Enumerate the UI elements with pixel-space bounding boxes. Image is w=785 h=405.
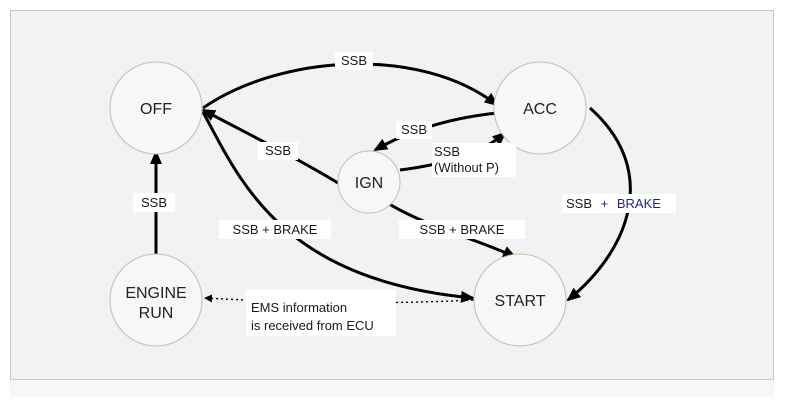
state-off-label: OFF [140, 101, 172, 118]
label-ign-to-acc-line1: SSB [434, 144, 460, 159]
state-acc-label: ACC [523, 101, 557, 118]
label-start-to-engine-run-line1: EMS information [251, 300, 347, 315]
state-acc: ACC [493, 61, 587, 155]
edge-off-to-start [201, 111, 475, 303]
state-engine-run-label-line1: ENGINE [125, 285, 186, 302]
state-engine-run: ENGINE RUN [109, 253, 203, 347]
label-acc-to-ign-text: SSB [401, 122, 427, 137]
label-ign-to-start-text: SSB + BRAKE [420, 222, 505, 237]
edge-off-to-acc [202, 62, 499, 110]
bottom-strip [10, 380, 774, 397]
label-off-to-start: SSB + BRAKE [219, 220, 331, 239]
label-start-to-engine-run-line2: is received from ECU [251, 318, 374, 333]
label-engine-run-to-off-text: SSB [141, 195, 167, 210]
state-ign-label: IGN [355, 175, 383, 192]
state-ign: IGN [337, 150, 401, 214]
label-acc-to-start: SSB + BRAKE [562, 194, 676, 213]
label-off-to-acc-text: SSB [341, 53, 367, 68]
label-ign-to-acc-line2: (Without P) [434, 160, 499, 175]
label-ign-to-acc: SSB (Without P) [432, 143, 516, 177]
label-engine-run-to-off: SSB [133, 193, 175, 212]
label-off-to-acc: SSB [335, 52, 373, 70]
state-start-label: START [495, 293, 546, 310]
label-acc-to-ign: SSB [396, 121, 432, 139]
label-ign-to-off-text: SSB [265, 143, 291, 158]
label-acc-to-start-plus: + [601, 196, 609, 211]
label-acc-to-start-ssb: SSB [566, 196, 592, 211]
label-ign-to-off: SSB [258, 142, 298, 160]
label-acc-to-start-brake: BRAKE [617, 196, 661, 211]
label-off-to-start-text: SSB + BRAKE [233, 222, 318, 237]
state-engine-run-label-line2: RUN [139, 305, 174, 322]
state-start: START [473, 253, 567, 347]
label-ign-to-start: SSB + BRAKE [399, 220, 525, 239]
label-acc-to-start-text: SSB + BRAKE [566, 196, 661, 211]
state-off: OFF [109, 61, 203, 155]
label-start-to-engine-run: EMS information is received from ECU [246, 290, 396, 336]
